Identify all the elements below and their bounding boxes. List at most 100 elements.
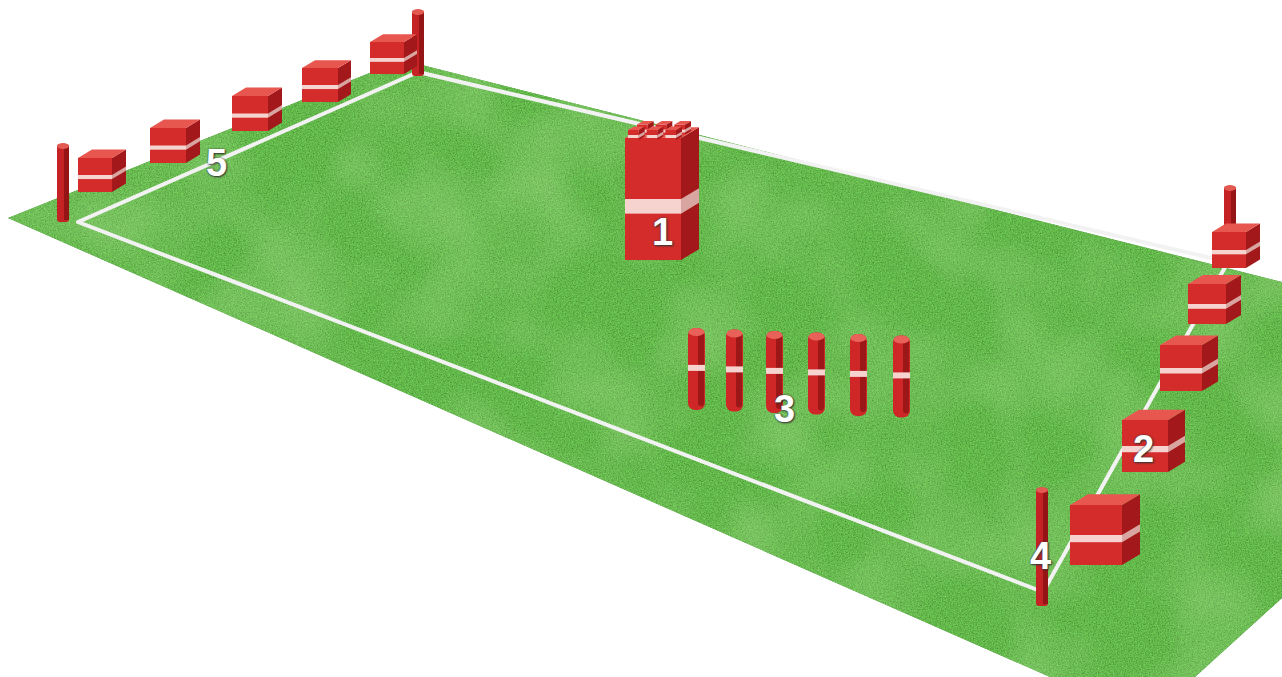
grass-highlight xyxy=(8,60,1282,677)
baton-body xyxy=(688,328,705,410)
block-top xyxy=(370,34,417,42)
block-stripe xyxy=(112,167,126,179)
block-stripe xyxy=(1246,242,1260,255)
block-front xyxy=(302,68,338,102)
baton-top xyxy=(894,336,910,344)
block-stripe xyxy=(628,135,639,138)
stake-shade xyxy=(419,12,424,74)
block-side xyxy=(1202,335,1218,391)
baton-top xyxy=(689,328,705,336)
kubb-block xyxy=(150,120,200,163)
throwing-baton xyxy=(808,333,825,415)
kubb-block xyxy=(625,127,699,260)
block-top xyxy=(1188,275,1241,284)
kubb-block xyxy=(647,126,664,140)
block-front xyxy=(628,130,639,140)
callout-number: 5 xyxy=(206,144,227,182)
block-stripe xyxy=(625,199,681,214)
block-stripe xyxy=(150,146,186,150)
block-top xyxy=(637,121,654,125)
kubb-block xyxy=(1212,224,1260,268)
block-stripe xyxy=(232,114,268,118)
block-stripe xyxy=(676,131,682,138)
block-front xyxy=(370,42,404,74)
grass-texture xyxy=(8,60,1282,677)
kubb-block xyxy=(1070,494,1140,565)
baton-stripe xyxy=(726,366,743,372)
block-front xyxy=(78,158,112,192)
block-side xyxy=(1122,494,1140,565)
block-front xyxy=(1188,284,1226,324)
boundary-line xyxy=(78,72,1228,592)
baton-stripe xyxy=(688,365,705,371)
block-side xyxy=(1168,410,1185,472)
kubb-block xyxy=(628,126,645,140)
block-top xyxy=(1160,335,1218,345)
baton-body xyxy=(808,333,825,415)
block-stripe xyxy=(1122,524,1140,542)
block-front xyxy=(1212,232,1246,268)
baton-top xyxy=(727,330,743,338)
block-front xyxy=(232,96,268,131)
stake-body xyxy=(57,144,69,222)
kubb-block xyxy=(1122,410,1185,472)
baton-top xyxy=(851,334,867,342)
block-stripe xyxy=(1160,368,1202,374)
block-stripe xyxy=(1188,304,1226,309)
block-front xyxy=(1070,505,1122,565)
baton-top xyxy=(767,331,783,339)
block-stripe xyxy=(681,188,699,213)
kubb-block xyxy=(302,60,351,102)
block-stripe xyxy=(685,126,691,133)
block-stripe xyxy=(338,77,351,89)
block-stripe xyxy=(665,135,676,138)
block-top xyxy=(665,126,682,130)
block-front xyxy=(665,130,676,140)
block-stripe xyxy=(186,137,200,150)
block-stripe xyxy=(1070,535,1122,542)
baton-body xyxy=(726,330,743,412)
block-top xyxy=(302,60,351,68)
block-front xyxy=(150,128,186,163)
baton-stripe xyxy=(893,372,910,378)
stake-top xyxy=(1224,185,1236,191)
block-front xyxy=(1160,345,1202,391)
throwing-baton xyxy=(850,334,867,416)
corner-stake xyxy=(57,143,69,222)
block-front xyxy=(625,138,681,260)
baton-top xyxy=(809,333,825,341)
stake-top xyxy=(412,9,424,15)
block-stripe xyxy=(268,105,282,118)
throwing-baton xyxy=(893,336,910,418)
baton-body xyxy=(893,336,910,418)
block-top xyxy=(674,121,691,125)
stake-shade xyxy=(64,146,69,220)
block-stripe xyxy=(404,50,417,62)
baton-stripe xyxy=(808,369,825,375)
block-top xyxy=(628,126,645,130)
kubb-block xyxy=(78,150,126,192)
kubb-block xyxy=(1188,275,1241,324)
block-top xyxy=(150,120,200,128)
grass xyxy=(8,60,1282,677)
callout-number: 4 xyxy=(1030,537,1051,575)
block-front xyxy=(1122,420,1168,472)
block-top xyxy=(232,88,282,96)
callout-number: 2 xyxy=(1133,430,1154,468)
block-front xyxy=(647,130,658,140)
block-stripe xyxy=(639,131,645,138)
block-stripe xyxy=(1226,295,1241,309)
block-side xyxy=(681,127,699,260)
block-top xyxy=(647,126,664,130)
callout-number: 1 xyxy=(652,213,673,251)
block-stripe xyxy=(1212,250,1246,254)
block-stripe xyxy=(657,131,663,138)
block-stripe xyxy=(370,58,404,62)
block-stripe xyxy=(78,175,112,179)
throwing-baton xyxy=(726,330,743,412)
kubb-block xyxy=(232,88,282,131)
block-top xyxy=(78,150,126,158)
block-stripe xyxy=(1168,436,1185,452)
block-stripe xyxy=(647,135,658,138)
